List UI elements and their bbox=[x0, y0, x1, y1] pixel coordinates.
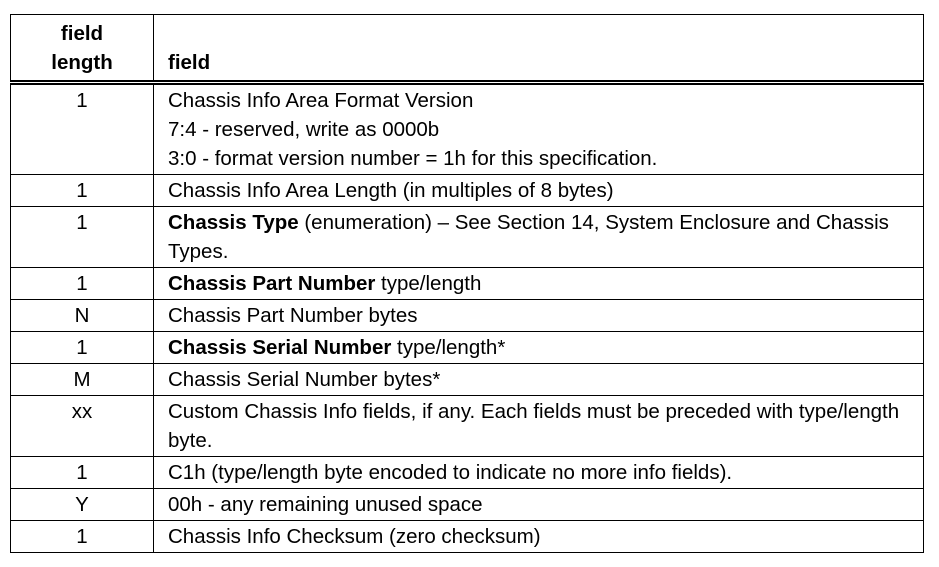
field-line: Chassis Info Area Format Version bbox=[168, 89, 474, 112]
field-bold-name: Chassis Part Number bbox=[168, 272, 376, 295]
table-header: field length field bbox=[10, 14, 924, 85]
field-bold-name: Chassis Type bbox=[168, 211, 299, 234]
field-length-cell: xx bbox=[10, 395, 154, 457]
field-cell: Chassis Info Checksum (zero checksum) bbox=[153, 520, 924, 553]
field-cell: Chassis Info Area Length (in multiples o… bbox=[153, 174, 924, 207]
field-description: type/length bbox=[375, 272, 482, 295]
field-length-cell: Y bbox=[10, 488, 154, 521]
table-row: 1 Chassis Info Area Length (in multiples… bbox=[10, 174, 924, 207]
field-cell: 00h - any remaining unused space bbox=[153, 488, 924, 521]
field-length-cell: 1 bbox=[10, 82, 154, 175]
field-cell: Custom Chassis Info fields, if any. Each… bbox=[153, 395, 924, 457]
field-cell: Chassis Part Number type/length bbox=[153, 267, 924, 300]
field-line: 3:0 - format version number = 1h for thi… bbox=[168, 147, 658, 170]
field-length-cell: 1 bbox=[10, 206, 154, 268]
field-line: 7:4 - reserved, write as 0000b bbox=[168, 118, 440, 141]
field-length-cell: 1 bbox=[10, 456, 154, 489]
field-cell: Chassis Info Area Format Version 7:4 - r… bbox=[153, 82, 924, 175]
column-header-field: field bbox=[153, 14, 924, 85]
chassis-info-area-table: field length field 1 Chassis Info Area F… bbox=[10, 14, 924, 553]
column-header-length-line1: field bbox=[60, 22, 104, 45]
table-body: 1 Chassis Info Area Format Version 7:4 -… bbox=[10, 82, 924, 553]
table-row: 1 Chassis Part Number type/length bbox=[10, 267, 924, 300]
header-row: field length field bbox=[10, 14, 924, 85]
field-length-cell: M bbox=[10, 363, 154, 396]
field-length-cell: 1 bbox=[10, 267, 154, 300]
field-bold-name: Chassis Serial Number bbox=[168, 336, 392, 359]
table-row: M Chassis Serial Number bytes* bbox=[10, 363, 924, 396]
field-cell: Chassis Type (enumeration) – See Section… bbox=[153, 206, 924, 268]
field-cell: C1h (type/length byte encoded to indicat… bbox=[153, 456, 924, 489]
table-row: Y 00h - any remaining unused space bbox=[10, 488, 924, 521]
table-row: 1 Chassis Type (enumeration) – See Secti… bbox=[10, 206, 924, 268]
table-row: N Chassis Part Number bytes bbox=[10, 299, 924, 332]
field-length-cell: N bbox=[10, 299, 154, 332]
field-length-cell: 1 bbox=[10, 174, 154, 207]
table-row: 1 Chassis Info Checksum (zero checksum) bbox=[10, 520, 924, 553]
table-row: 1 Chassis Serial Number type/length* bbox=[10, 331, 924, 364]
field-cell: Chassis Serial Number bytes* bbox=[153, 363, 924, 396]
table-row: xx Custom Chassis Info fields, if any. E… bbox=[10, 395, 924, 457]
column-header-field-length: field length bbox=[10, 14, 154, 85]
column-header-length-line2: length bbox=[51, 51, 113, 74]
field-cell: Chassis Serial Number type/length* bbox=[153, 331, 924, 364]
field-cell: Chassis Part Number bytes bbox=[153, 299, 924, 332]
field-description: (enumeration) – See Section 14, System E… bbox=[168, 211, 889, 263]
field-length-cell: 1 bbox=[10, 520, 154, 553]
field-length-cell: 1 bbox=[10, 331, 154, 364]
field-description: type/length* bbox=[391, 336, 506, 359]
table-row: 1 Chassis Info Area Format Version 7:4 -… bbox=[10, 82, 924, 175]
table-row: 1 C1h (type/length byte encoded to indic… bbox=[10, 456, 924, 489]
